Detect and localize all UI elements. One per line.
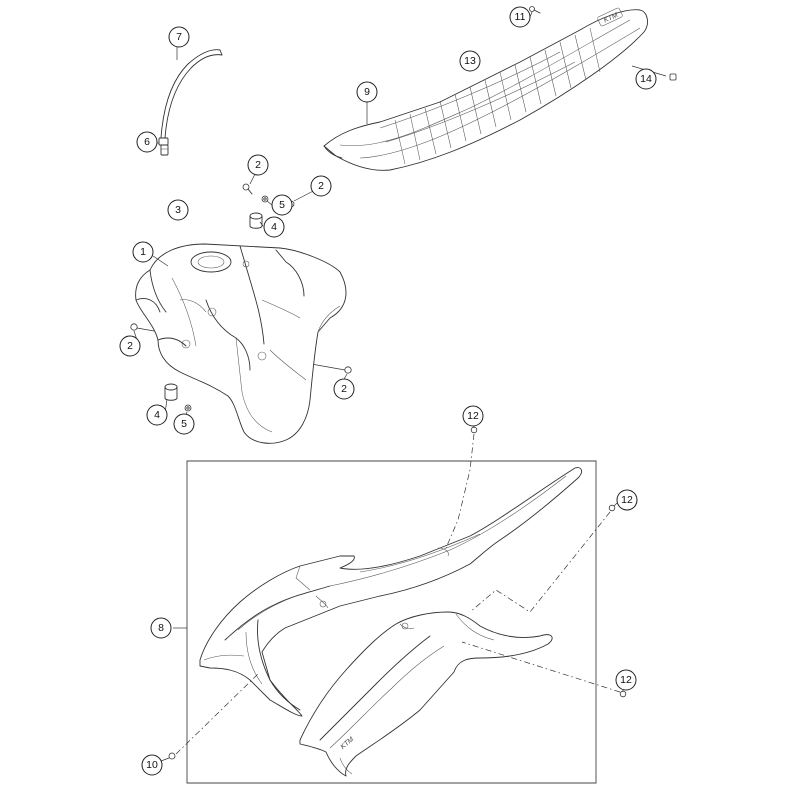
svg-text:2: 2 <box>127 340 133 352</box>
svg-text:2: 2 <box>318 180 324 192</box>
svg-text:1: 1 <box>140 246 146 258</box>
svg-text:12: 12 <box>467 410 479 422</box>
spacer-washer-5 <box>261 195 269 203</box>
tank-screw-top-left <box>242 183 253 195</box>
svg-text:9: 9 <box>364 86 370 98</box>
callout-2-top-left: 2 <box>247 154 269 176</box>
fuel-tank <box>135 243 347 444</box>
svg-text:3: 3 <box>175 204 181 216</box>
seat-screw-11 <box>529 6 541 14</box>
svg-text:10: 10 <box>146 759 158 771</box>
rubber-bushing-4 <box>249 212 263 229</box>
callout-4-top: 4 <box>263 216 285 238</box>
callout-12-lower: 12 <box>615 669 637 691</box>
shroud-screw-12-top <box>445 426 478 549</box>
callout-1: 1 <box>132 241 154 263</box>
callout-13: 13 <box>459 50 481 72</box>
callout-9: 9 <box>356 81 378 103</box>
rubber-bushing-4-lower <box>164 383 178 401</box>
spacer-washer-5-lower <box>184 404 192 412</box>
callout-3: 3 <box>167 199 189 221</box>
callout-6: 6 <box>136 131 158 153</box>
callout-2-left: 2 <box>119 335 141 357</box>
left-shroud <box>199 467 582 717</box>
shroud-screw-12-right <box>469 504 616 613</box>
callout-12-top: 12 <box>462 405 484 427</box>
seat: KTM <box>323 6 677 171</box>
callout-12-right: 12 <box>616 489 638 511</box>
callout-5-top: 5 <box>271 194 293 216</box>
callout-4-lower: 4 <box>146 404 168 426</box>
svg-text:12: 12 <box>620 674 632 686</box>
callout-14: 14 <box>635 68 657 90</box>
svg-text:7: 7 <box>176 31 182 43</box>
svg-text:4: 4 <box>154 409 160 421</box>
shroud-screw-10 <box>168 673 259 760</box>
svg-text:4: 4 <box>271 221 277 233</box>
svg-text:6: 6 <box>144 136 150 148</box>
callout-2-top-right: 2 <box>310 175 332 197</box>
svg-text:2: 2 <box>341 383 347 395</box>
svg-text:13: 13 <box>464 55 476 67</box>
svg-text:5: 5 <box>279 199 285 211</box>
callout-7: 7 <box>168 26 190 48</box>
tank-screw-left <box>130 323 155 332</box>
right-shroud: KTM <box>299 611 553 777</box>
shroud-kit-frame <box>173 460 597 784</box>
seat-grip-ribs <box>379 27 601 165</box>
callout-5-lower: 5 <box>173 413 195 435</box>
svg-text:2: 2 <box>255 159 261 171</box>
svg-text:14: 14 <box>640 73 652 85</box>
svg-text:12: 12 <box>621 494 633 506</box>
shroud-screw-12-lower <box>461 641 627 698</box>
svg-text:11: 11 <box>515 11 526 23</box>
callout-11: 11 <box>509 6 531 28</box>
callout-10: 10 <box>141 754 163 776</box>
svg-text:5: 5 <box>181 418 187 430</box>
callout-8: 8 <box>150 617 172 639</box>
callout-2-right: 2 <box>333 378 355 400</box>
svg-text:8: 8 <box>158 622 164 634</box>
hose-fitting <box>158 137 169 156</box>
fuel-hose <box>160 49 223 139</box>
